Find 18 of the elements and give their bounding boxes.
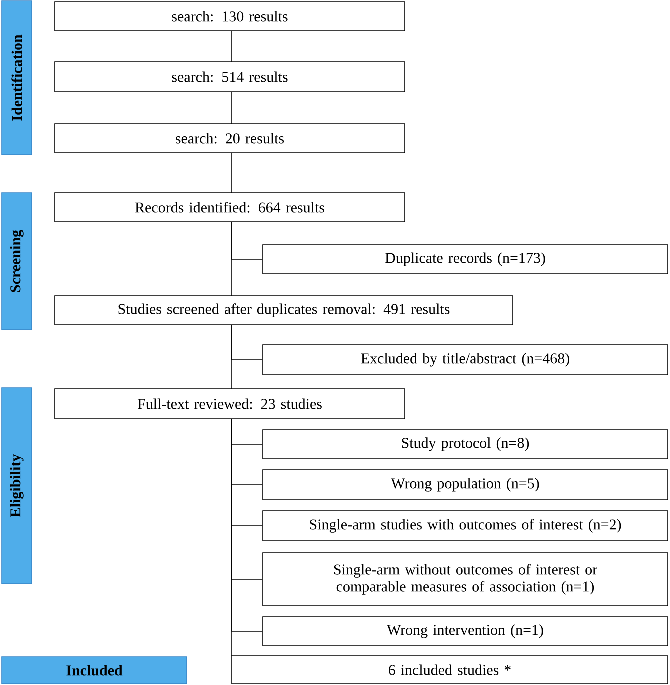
process-box: Single-arm without outcomes of interest or comparable measures of association (n=1) <box>262 552 668 606</box>
process-box: Duplicate records (n=173) <box>262 244 668 274</box>
process-box: Full-text reviewed: 23 studies <box>54 388 406 420</box>
process-box: Study protocol (n=8) <box>262 430 668 460</box>
stage-label: Eligibility <box>2 388 32 584</box>
stage-label: Identification <box>2 0 32 156</box>
process-box: Studies screened after duplicates removal: 491 results <box>54 296 514 326</box>
process-box: 6 included studies * <box>232 656 668 684</box>
process-box: search: 514 results <box>54 62 406 92</box>
process-box: search: 130 results <box>54 2 406 32</box>
process-box: search: 20 results <box>54 124 406 154</box>
process-box: Wrong intervention (n=1) <box>262 616 668 646</box>
stage-label: Screening <box>2 192 32 330</box>
process-box: Excluded by title/abstract (n=468) <box>262 344 668 376</box>
process-box: Wrong population (n=5) <box>262 470 668 500</box>
stage-label: Included <box>2 656 188 684</box>
process-box: Single-arm studies with outcomes of interest (n=2) <box>262 510 668 542</box>
process-box: Records identified: 664 results <box>54 192 406 222</box>
